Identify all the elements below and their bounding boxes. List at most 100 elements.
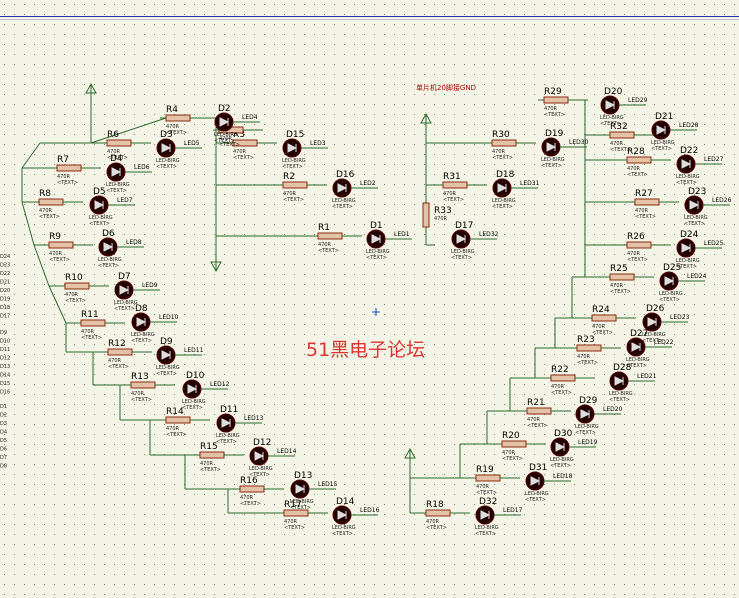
- resistor-ref: R7: [57, 155, 69, 165]
- resistor-value: 470R: [426, 519, 440, 525]
- led-net: LED7: [117, 197, 133, 204]
- led-model: LED-BIRG: [214, 132, 238, 138]
- resistor-value: 470R: [233, 149, 247, 155]
- resistor-text: <TEXT>: [592, 330, 613, 336]
- led-text: <TEXT>: [98, 263, 119, 269]
- led-net: LED6: [134, 164, 150, 171]
- resistor-text: <TEXT>: [627, 172, 648, 178]
- resistor-value: 470R: [57, 174, 71, 180]
- resistor-value: 470R: [610, 283, 624, 289]
- resistor-ref: R26: [627, 232, 645, 242]
- wire: [90, 117, 167, 144]
- led-text: <TEXT>: [290, 505, 311, 511]
- wire: [21, 142, 41, 169]
- led-net: LED16: [360, 507, 380, 514]
- led-model: LED-BIRG: [98, 257, 122, 263]
- led-triangle: [614, 376, 625, 386]
- led-ref: D18: [496, 170, 515, 180]
- led-triangle: [187, 384, 198, 394]
- wires: [21, 82, 635, 514]
- resistor-body: [543, 96, 569, 104]
- left-edge-label: D15: [0, 381, 10, 387]
- resistor-body: [80, 319, 106, 327]
- resistor-ref: R20: [502, 431, 520, 441]
- resistor-text: <TEXT>: [283, 197, 304, 203]
- resistor-text: <TEXT>: [492, 155, 513, 161]
- led-net: LED29: [628, 97, 648, 104]
- resistor-value: 470R: [592, 324, 606, 330]
- led-triangle: [287, 143, 298, 153]
- led-triangle: [136, 317, 147, 327]
- led-net: LED1: [394, 231, 410, 238]
- led-ref: D19: [545, 129, 564, 139]
- led-triangle: [689, 200, 700, 210]
- led-model: LED-BIRG: [249, 466, 273, 472]
- led-ref: D32: [479, 497, 497, 507]
- led-model: LED-BIRG: [156, 158, 180, 164]
- resistor-body: [491, 139, 517, 147]
- led-model: LED-BIRG: [676, 174, 700, 180]
- led-ref: D15: [286, 130, 304, 140]
- resistor-text: <TEXT>: [443, 197, 464, 203]
- left-edge-label: D7: [0, 455, 7, 461]
- components: R4470R<TEXT>R6470R<TEXT>R7470R<TEXT>R847…: [33, 87, 732, 537]
- resistor-body: [239, 485, 265, 493]
- origin-marker: [372, 308, 380, 316]
- left-edge-label: D10: [0, 339, 10, 345]
- resistor-body: [56, 164, 82, 172]
- led-triangle: [161, 143, 172, 153]
- resistor-text: <TEXT>: [426, 525, 447, 531]
- led-ref: D29: [579, 396, 598, 406]
- resistor-ref: R15: [200, 442, 218, 452]
- resistor-ref: R8: [39, 189, 51, 199]
- led-text: <TEXT>: [575, 430, 596, 436]
- wire: [48, 285, 67, 324]
- resistor-ref: R1: [318, 223, 330, 233]
- led-net: LED9: [142, 282, 158, 289]
- resistor-body: [106, 139, 132, 147]
- led-text: <TEXT>: [216, 439, 237, 445]
- led-model: LED-BIRG: [475, 525, 499, 531]
- led-triangle: [605, 100, 616, 110]
- left-edge-label: D17: [0, 314, 10, 320]
- left-edge-label: D2: [0, 413, 7, 419]
- led-triangle: [111, 167, 122, 177]
- led-ref: D7: [118, 272, 131, 282]
- gnd-arrow-mid: [210, 261, 222, 273]
- resistor-value: 470R: [610, 141, 624, 147]
- led-net: LED31: [520, 180, 540, 187]
- led-model: LED-BIRG: [600, 115, 624, 121]
- led-model: LED-BIRG: [626, 357, 650, 363]
- led-net: LED18: [553, 473, 573, 480]
- resistor-ref: R17: [284, 500, 302, 510]
- resistor-value: 470R: [627, 251, 641, 257]
- led-triangle: [546, 142, 557, 152]
- led-net: LED26: [712, 197, 732, 204]
- resistor-value: 470R: [107, 149, 121, 155]
- left-edge-label: D3: [0, 421, 7, 427]
- resistor-body: [199, 451, 225, 459]
- led-ref: D20: [604, 87, 623, 97]
- led-net: LED32: [479, 231, 499, 238]
- wire: [33, 244, 50, 287]
- resistor-text: <TEXT>: [65, 298, 86, 304]
- resistor-ref: R23: [577, 335, 595, 345]
- resistor-text: <TEXT>: [610, 289, 631, 295]
- resistor-body: [107, 348, 133, 356]
- led-model: LED-BIRG: [332, 525, 356, 531]
